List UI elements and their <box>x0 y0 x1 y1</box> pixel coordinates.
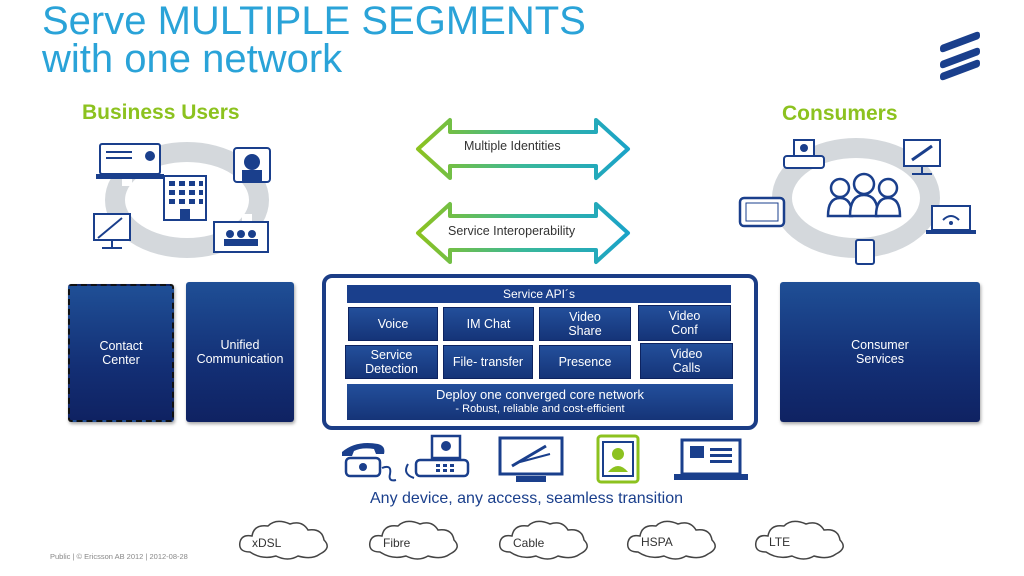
page-title: Serve MULTIPLE SEGMENTS with one network <box>42 0 586 81</box>
unified-communication-label: Unified Communication <box>196 338 284 366</box>
core-network-subtitle: - Robust, reliable and cost-efficient <box>455 403 625 415</box>
laptop-contacts-icon <box>674 438 748 480</box>
service-video-share-label: Video Share <box>568 310 602 338</box>
devices-row <box>342 434 748 484</box>
consumers-cycle <box>738 138 976 265</box>
cloud-fibre-icon <box>368 520 458 560</box>
service-voice: Voice <box>348 307 438 341</box>
service-api-bar: Service API´s <box>347 285 731 303</box>
devices-caption: Any device, any access, seamless transit… <box>370 490 684 507</box>
service-detection-label: Service Detection <box>365 348 418 376</box>
core-network-title: Deploy one converged core network <box>435 387 645 402</box>
cloud-hspa-icon <box>626 520 716 560</box>
service-presence: Presence <box>539 345 631 379</box>
service-interoperability-label: Service Interoperability <box>448 224 576 238</box>
laptop-video-icon <box>96 143 164 179</box>
service-interoperability-arrow <box>416 202 630 264</box>
ericsson-logo-icon <box>940 31 980 81</box>
access-lte-label: LTE <box>769 535 791 549</box>
service-video-conf-label: Video Conf <box>668 309 701 337</box>
unified-communication-panel: Unified Communication <box>186 282 294 422</box>
service-file-transfer: File- transfer <box>443 345 533 379</box>
access-xdsl-label: xDSL <box>252 536 282 550</box>
service-file-transfer-label: File- transfer <box>452 355 524 369</box>
headset-agent-icon <box>233 147 271 183</box>
consumer-services-label: Consumer Services <box>851 338 909 366</box>
monitor-video-icon <box>903 139 941 175</box>
page-title-line2: with one network <box>42 37 343 81</box>
monitor-icon <box>93 213 131 249</box>
cloud-lte-icon <box>754 520 844 560</box>
service-voice-label: Voice <box>377 317 409 331</box>
service-video-calls-label: Video Calls <box>670 347 703 375</box>
business-users-cycle <box>93 142 271 258</box>
service-im-chat-label: IM Chat <box>466 317 511 331</box>
consumers-group-icon <box>826 172 902 218</box>
converged-core-network: Deploy one converged core network - Robu… <box>347 384 733 420</box>
mobile-phone-icon <box>855 239 875 265</box>
multiple-identities-arrow <box>416 118 630 180</box>
service-video-calls: Video Calls <box>640 343 733 379</box>
consumer-services-panel: Consumer Services <box>780 282 980 422</box>
access-hspa-label: HSPA <box>641 535 673 549</box>
tablet-icon <box>738 196 786 228</box>
cloud-cable-icon <box>498 520 588 560</box>
desk-phone-video-icon <box>783 139 825 169</box>
telephone-icon <box>342 443 397 482</box>
desktop-monitor-icon <box>498 436 564 482</box>
service-detection: Service Detection <box>345 345 438 379</box>
service-presence-label: Presence <box>558 355 612 369</box>
office-building-icon <box>163 175 207 221</box>
service-video-conf: Video Conf <box>638 305 731 341</box>
business-users-label: Business Users <box>82 101 240 124</box>
service-im-chat: IM Chat <box>443 307 534 341</box>
footer-copyright: Public | © Ericsson AB 2012 | 2012-08-28 <box>50 552 188 561</box>
access-cable-label: Cable <box>513 536 545 550</box>
cloud-xdsl-icon <box>238 520 328 560</box>
double-arrows <box>416 118 630 264</box>
service-video-share: Video Share <box>539 307 631 341</box>
multiple-identities-label: Multiple Identities <box>464 139 561 153</box>
contact-center-panel: Contact Center <box>68 284 174 422</box>
contact-center-label: Contact Center <box>99 339 143 367</box>
video-conference-icon <box>213 221 269 253</box>
wifi-laptop-icon <box>926 205 976 234</box>
smartphone-icon <box>596 434 640 484</box>
page-title-line1: Serve MULTIPLE SEGMENTS <box>42 0 586 43</box>
consumers-label: Consumers <box>782 102 898 125</box>
video-desk-phone-icon <box>405 434 470 479</box>
access-fibre-label: Fibre <box>383 536 411 550</box>
